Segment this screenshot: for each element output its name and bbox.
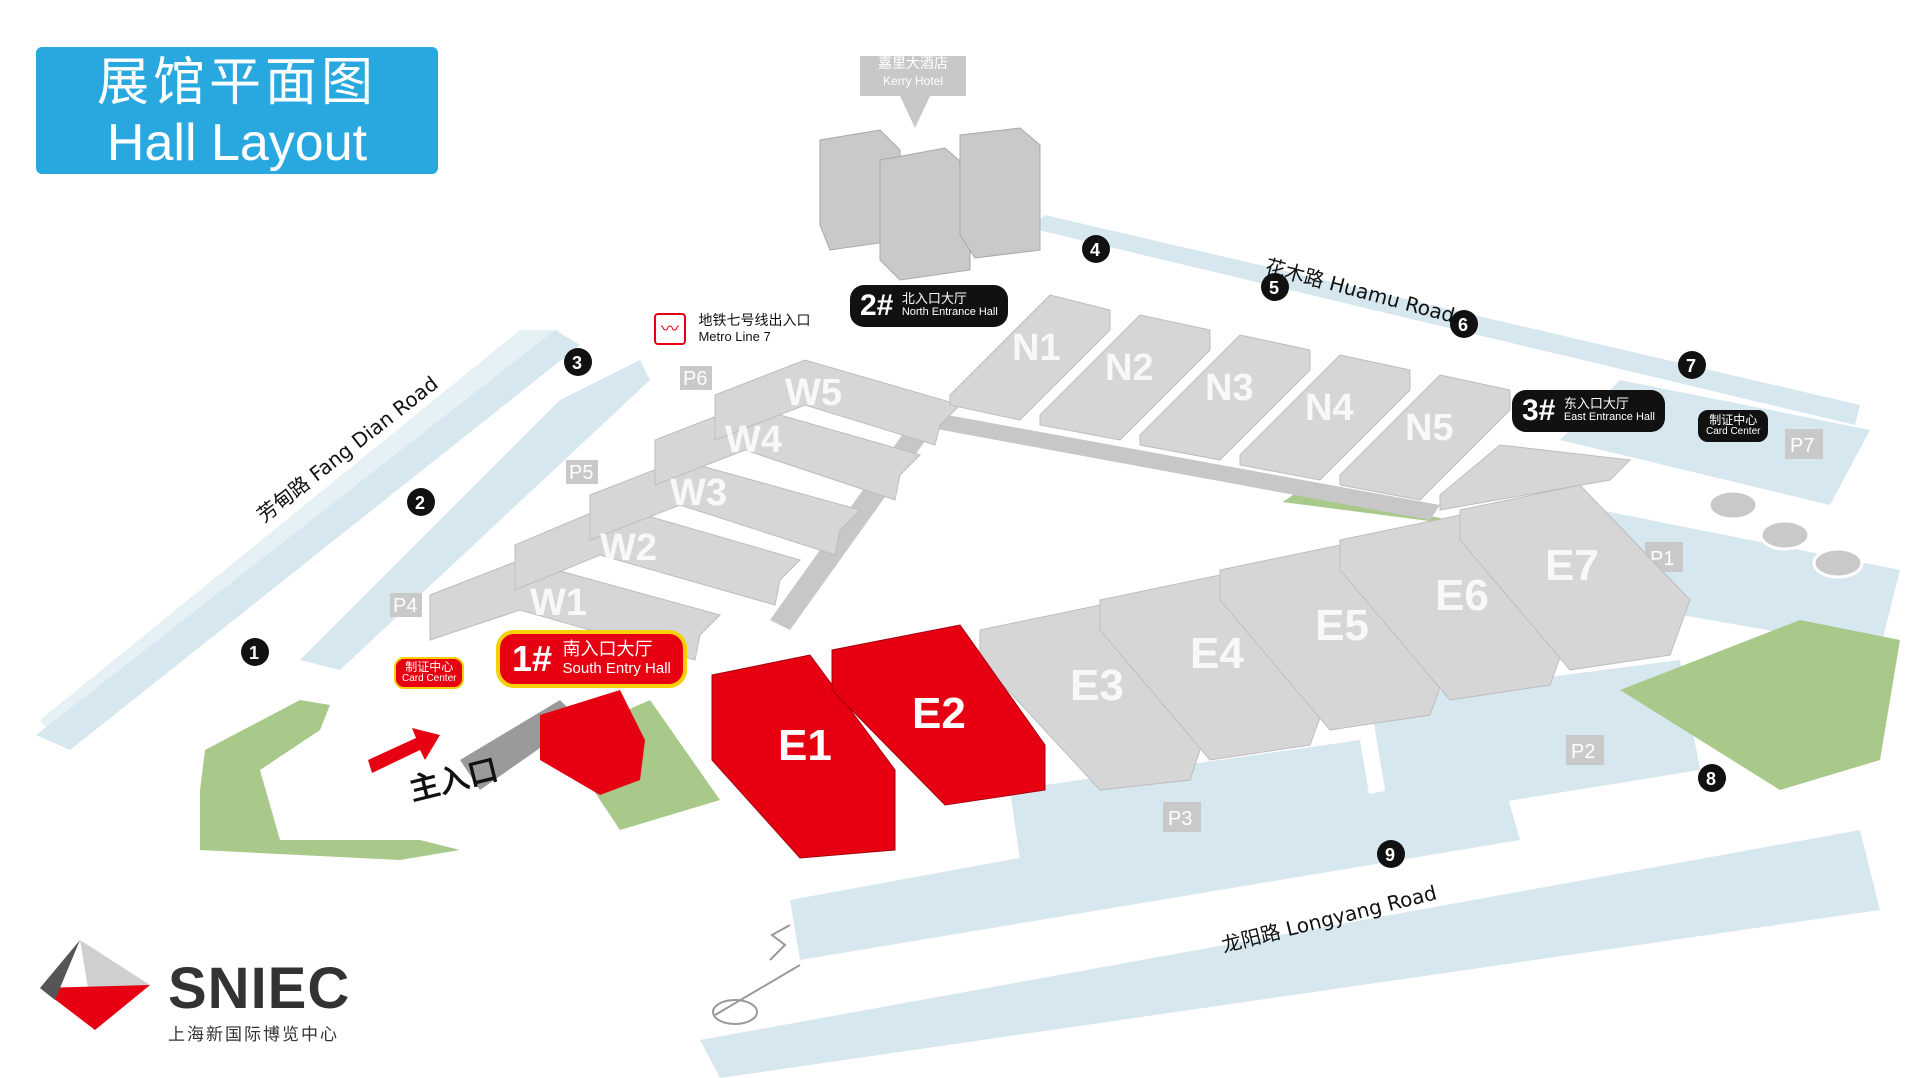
metro-icon: 〰	[654, 313, 686, 345]
svg-text:8: 8	[1706, 769, 1716, 789]
north-canal	[1030, 215, 1860, 425]
svg-text:4: 4	[1090, 240, 1100, 260]
north-hall-labels: N1 N2 N3 N4 N5	[1012, 327, 1454, 449]
east-entrance-callout: 3# 东入口大厅 East Entrance Hall	[1512, 390, 1665, 432]
svg-text:9: 9	[1385, 845, 1395, 865]
gate-2: 2	[407, 488, 435, 516]
north-compass	[712, 924, 801, 1025]
parking-p3: P3	[1168, 808, 1192, 830]
gate-markers: 1 2 3 4 5 6 7 8 9	[241, 235, 1726, 868]
east-hall-labels: E3 E4 E5 E6 E7	[1070, 541, 1599, 710]
metro-en: Metro Line 7	[698, 329, 771, 344]
hall-e4: E4	[1190, 629, 1244, 678]
parking-p4: P4	[393, 595, 417, 617]
svg-text:6: 6	[1458, 315, 1468, 335]
gate-4: 4	[1082, 235, 1110, 263]
east-entrance-en: East Entrance Hall	[1563, 411, 1655, 423]
main-entry-lawn	[200, 700, 460, 860]
highlighted-halls	[540, 624, 1046, 859]
sniec-logo-icon	[40, 940, 150, 1030]
hall-n2: N2	[1105, 347, 1154, 389]
gate-7: 7	[1678, 351, 1706, 379]
svg-text:2: 2	[415, 493, 425, 513]
east-halls	[979, 484, 1691, 791]
highlighted-hall-labels: E1 E2	[778, 689, 966, 770]
card-center-south-en: Card Center	[402, 673, 457, 684]
title-panel: 展馆平面图 Hall Layout	[36, 47, 438, 174]
hall-e6: E6	[1435, 571, 1489, 620]
parking-p6: P6	[683, 368, 707, 390]
west-hall-labels: W1 W2 W3 W4 W5	[530, 372, 842, 624]
south-entrance-num: 1#	[512, 638, 553, 679]
hall-e7: E7	[1545, 541, 1599, 590]
title-zh: 展馆平面图	[96, 53, 377, 113]
hall-e2: E2	[912, 689, 966, 738]
north-halls	[949, 294, 1632, 511]
gate-9: 9	[1377, 840, 1405, 868]
card-center-south-zh: 制证中心	[405, 660, 454, 674]
svg-text:1: 1	[249, 643, 259, 663]
parking-p5: P5	[569, 462, 593, 484]
metro-exit: 〰 地铁七号线出入口 Metro Line 7	[654, 313, 810, 345]
kerry-hotel-label: 嘉里大酒店 Kerry Hotel	[860, 56, 966, 96]
north-entrance-en: North Entrance Hall	[901, 306, 998, 318]
hall-w5: W5	[785, 372, 842, 414]
card-center-south: 制证中心 Card Center	[394, 657, 465, 689]
north-entrance-num: 2#	[860, 289, 894, 322]
p3-pond	[1010, 740, 1370, 860]
card-center-east-en: Card Center	[1706, 426, 1761, 437]
longyang-canal	[700, 830, 1880, 1078]
svg-text:5: 5	[1269, 278, 1279, 298]
gate-5: 5	[1261, 273, 1289, 301]
parking-p2: P2	[1571, 741, 1595, 763]
east-entrance-num: 3#	[1522, 394, 1556, 427]
card-center-east: 制证中心 Card Center	[1698, 410, 1769, 442]
sniec-logo-subtitle: 上海新国际博览中心	[168, 1025, 339, 1045]
inner-west-canal	[300, 360, 650, 670]
south-entrance-zh: 南入口大厅	[562, 639, 653, 660]
svg-text:3: 3	[572, 353, 582, 373]
south-canal	[790, 770, 1520, 960]
south-entrance-en: South Entry Hall	[562, 660, 671, 677]
hall-w3: W3	[670, 472, 727, 514]
title-en: Hall Layout	[106, 114, 368, 172]
sniec-logo-text: SNIEC	[168, 956, 351, 1021]
hall-w2: W2	[600, 527, 657, 569]
north-entrance-zh: 北入口大厅	[901, 292, 967, 307]
gate-8: 8	[1698, 764, 1726, 792]
gate-3: 3	[564, 348, 592, 376]
svg-text:7: 7	[1686, 356, 1696, 376]
south-entrance-callout: 1# 南入口大厅 South Entry Hall	[496, 630, 687, 688]
hall-e3: E3	[1070, 661, 1124, 710]
gate-6: 6	[1450, 310, 1478, 338]
hall-e1: E1	[778, 721, 832, 770]
kerry-hotel-buildings	[819, 127, 1041, 281]
hall-n1: N1	[1012, 327, 1061, 369]
north-entrance-callout: 2# 北入口大厅 North Entrance Hall	[850, 285, 1008, 327]
hall-w1: W1	[530, 582, 587, 624]
hall-e5: E5	[1315, 601, 1369, 650]
kerry-hotel-en: Kerry Hotel	[882, 74, 944, 88]
metro-zh: 地铁七号线出入口	[698, 313, 811, 329]
east-entrance-zh: 东入口大厅	[1563, 397, 1629, 412]
parking-lots	[390, 366, 1823, 832]
gate-1: 1	[241, 638, 269, 666]
roundabouts	[1707, 489, 1864, 579]
main-entry-arrow	[368, 728, 440, 773]
kerry-hotel-zh: 嘉里大酒店	[878, 56, 948, 72]
east-lawn	[1620, 620, 1900, 790]
hall-n3: N3	[1205, 367, 1254, 409]
hall-w4: W4	[725, 419, 782, 461]
hall-n4: N4	[1305, 387, 1354, 429]
parking-p7: P7	[1790, 435, 1814, 457]
card-center-east-zh: 制证中心	[1709, 413, 1758, 427]
hall-n5: N5	[1405, 407, 1454, 449]
